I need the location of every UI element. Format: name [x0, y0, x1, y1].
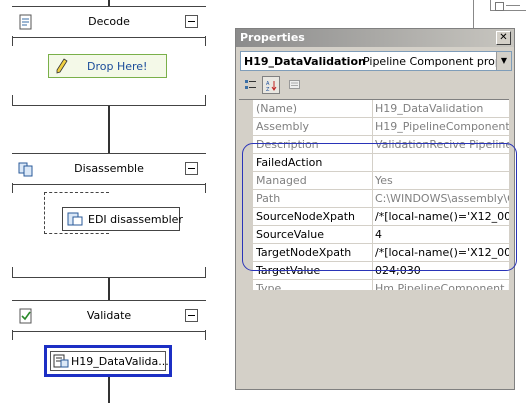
- categorized-button[interactable]: [242, 76, 260, 94]
- stage-title: Validate: [86, 309, 132, 322]
- stage-title: Decode: [88, 15, 130, 28]
- property-name: TargetValue: [256, 264, 321, 277]
- svg-text:A: A: [266, 81, 270, 87]
- stage-border: [12, 36, 13, 46]
- alphabetical-button[interactable]: A Z: [262, 76, 280, 94]
- flow-line: [108, 278, 110, 300]
- stage-border: [12, 183, 13, 193]
- property-value: H19_DataValidation: [375, 102, 484, 115]
- svg-text:Z: Z: [266, 87, 270, 91]
- property-value: ValidationRecive Pipeline co: [375, 138, 509, 151]
- edi-disassembler-component[interactable]: EDI disassembler: [62, 207, 183, 231]
- property-name: Assembly: [256, 120, 310, 133]
- stage-border: [12, 267, 13, 277]
- stage-border: [205, 183, 206, 193]
- property-row-targetnodexpath[interactable]: TargetNodeXpath /*[local-name()='X12_005…: [239, 244, 509, 262]
- flow-line: [108, 106, 110, 153]
- expand-icon[interactable]: [495, 2, 504, 11]
- component-icon: [67, 212, 83, 226]
- stage-border: [12, 330, 13, 340]
- property-value: H19_PipelineComponent, Ve: [375, 120, 509, 133]
- sort-alphabetical-icon: A Z: [266, 81, 277, 91]
- property-grid: (Name) H19_DataValidation Assembly H19_P…: [239, 99, 509, 290]
- property-row-path[interactable]: Path C:\WINDOWS\assembly\GAC: [239, 190, 509, 208]
- property-name: FailedAction: [256, 156, 323, 169]
- property-value: Hm.PipelineComponent.H19: [375, 282, 509, 290]
- stage-validate[interactable]: Validate: [12, 300, 206, 332]
- property-name: Description: [256, 138, 319, 151]
- property-pages-button[interactable]: [286, 76, 304, 94]
- property-row-failedaction[interactable]: FailedAction: [239, 154, 509, 172]
- collapse-button[interactable]: [185, 162, 198, 175]
- property-value: Yes: [375, 174, 393, 187]
- stage-border: [12, 95, 13, 105]
- stage-border: [205, 95, 206, 105]
- component-icon: [53, 354, 69, 368]
- properties-window: Properties ✕ H19_DataValidation Pipeline…: [235, 28, 515, 390]
- validate-stage-icon: [19, 308, 32, 324]
- property-name: TargetNodeXpath: [256, 246, 352, 259]
- stage-decode[interactable]: Decode: [12, 6, 206, 38]
- stage-title: Disassemble: [74, 162, 144, 175]
- property-value-input[interactable]: 4: [375, 228, 382, 241]
- property-pages-icon: [289, 80, 300, 89]
- component-label: H19_DataValida...: [71, 355, 169, 368]
- stage-bottom-border: [12, 277, 206, 278]
- object-name: H19_DataValidation: [244, 55, 366, 68]
- stage-border: [205, 330, 206, 340]
- chevron-down-icon[interactable]: ▼: [496, 52, 511, 70]
- disassemble-stage-icon: [18, 162, 33, 177]
- decode-stage-icon: [19, 14, 32, 30]
- property-value-input[interactable]: 024;030: [375, 264, 421, 277]
- flow-line: [108, 0, 110, 6]
- object-type: Pipeline Component propertie: [363, 55, 512, 68]
- property-row-type[interactable]: Type Hm.PipelineComponent.H19: [239, 280, 509, 290]
- property-row-name[interactable]: (Name) H19_DataValidation: [239, 100, 509, 118]
- drop-here-label: Drop Here!: [87, 60, 148, 73]
- collapse-button[interactable]: [185, 15, 198, 28]
- property-name: Path: [256, 192, 281, 205]
- stage-border: [205, 267, 206, 277]
- component-inner: H19_DataValida...: [50, 351, 169, 371]
- property-value-input[interactable]: /*[local-name()='X12_00501: [375, 246, 509, 259]
- close-icon[interactable]: ✕: [496, 31, 511, 45]
- stage-border: [205, 36, 206, 46]
- stage-disassemble[interactable]: Disassemble: [12, 153, 206, 185]
- property-row-managed[interactable]: Managed Yes: [239, 172, 509, 190]
- property-row-description[interactable]: Description ValidationRecive Pipeline co: [239, 136, 509, 154]
- categorized-icon: [245, 80, 256, 89]
- window-title: Properties: [240, 31, 305, 44]
- property-row-sourcenodexpath[interactable]: SourceNodeXpath /*[local-name()='X12_005…: [239, 208, 509, 226]
- pencil-icon: [56, 58, 68, 74]
- property-row-targetvalue[interactable]: TargetValue 024;030: [239, 262, 509, 280]
- property-name: SourceNodeXpath: [256, 210, 356, 223]
- property-row-assembly[interactable]: Assembly H19_PipelineComponent, Ve: [239, 118, 509, 136]
- property-row-sourcevalue[interactable]: SourceValue 4: [239, 226, 509, 244]
- property-value: C:\WINDOWS\assembly\GAC: [375, 192, 509, 205]
- property-name: Type: [256, 282, 282, 290]
- property-name: Managed: [256, 174, 307, 187]
- collapse-button[interactable]: [185, 309, 198, 322]
- properties-titlebar[interactable]: Properties ✕: [236, 29, 514, 47]
- property-name: (Name): [256, 102, 298, 115]
- object-selector[interactable]: H19_DataValidation Pipeline Component pr…: [240, 51, 512, 71]
- drop-zone[interactable]: Drop Here!: [48, 54, 167, 78]
- component-label: EDI disassembler: [88, 213, 183, 226]
- flow-line: [108, 377, 110, 403]
- property-name: SourceValue: [256, 228, 324, 241]
- component-connector: [44, 192, 109, 234]
- stage-bottom-border: [12, 105, 206, 106]
- property-value-input[interactable]: /*[local-name()='X12_00501: [375, 210, 509, 223]
- h19-datavalidation-component[interactable]: H19_DataValida...: [44, 345, 172, 377]
